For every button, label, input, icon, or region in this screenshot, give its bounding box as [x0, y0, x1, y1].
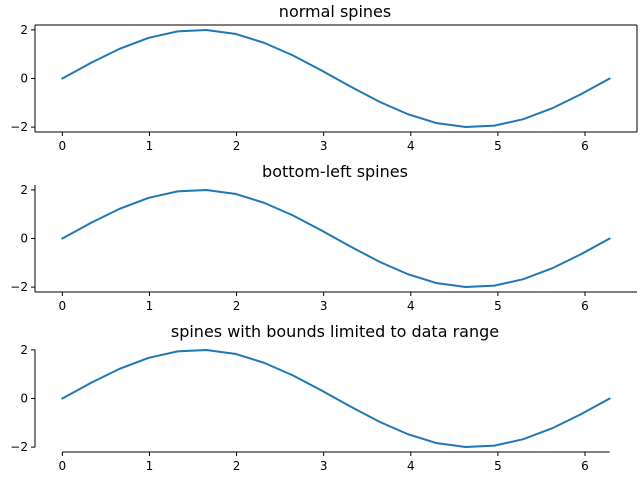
x-tick-label: 4 [407, 459, 415, 473]
x-tick-label: 5 [494, 459, 502, 473]
axes-normal-spines: 0 1 2 3 4 5 6 −2 0 2 [10, 23, 638, 153]
series-line [61, 29, 611, 128]
x-tick-label: 3 [320, 139, 328, 153]
x-tick-label: 6 [581, 299, 589, 313]
x-tick-label: 3 [320, 299, 328, 313]
x-tick-label: 5 [494, 299, 502, 313]
x-tick-label: 1 [146, 139, 154, 153]
subplot-bounded-spines: spines with bounds limited to data range… [10, 322, 611, 473]
x-tick-label: 6 [581, 459, 589, 473]
x-tick-label: 0 [59, 459, 67, 473]
series-line [61, 349, 611, 448]
x-tick-label: 0 [59, 139, 67, 153]
chart-title: spines with bounds limited to data range [171, 322, 499, 341]
y-tick-label: 0 [20, 72, 28, 86]
x-tick-label: 0 [59, 299, 67, 313]
y-tick-label: 2 [20, 23, 28, 37]
subplot-bottom-left-spines: bottom-left spines 0 1 2 3 4 5 6 −2 0 2 [10, 162, 637, 313]
x-tick-label: 4 [407, 139, 415, 153]
chart-title: bottom-left spines [262, 162, 408, 181]
x-tick-label: 6 [581, 139, 589, 153]
x-tick-label: 5 [494, 139, 502, 153]
x-tick-label: 2 [233, 139, 241, 153]
y-tick-label: −2 [10, 120, 28, 134]
chart-title: normal spines [279, 2, 391, 21]
y-tick-label: 0 [20, 232, 28, 246]
x-tick-label: 1 [146, 459, 154, 473]
x-tick-label: 1 [146, 299, 154, 313]
x-tick-label: 3 [320, 459, 328, 473]
y-tick-label: 0 [20, 392, 28, 406]
x-tick-label: 2 [233, 459, 241, 473]
y-tick-label: −2 [10, 440, 28, 454]
x-tick-label: 2 [233, 299, 241, 313]
x-tick-label: 4 [407, 299, 415, 313]
subplot-normal-spines: normal spines 0 1 2 3 4 5 6 −2 0 2 [10, 2, 638, 153]
y-tick-label: 2 [20, 183, 28, 197]
axes-bounded-spines: 0 1 2 3 4 5 6 −2 0 2 [10, 343, 611, 473]
series-line [61, 189, 611, 288]
axes-bottom-left-spines: 0 1 2 3 4 5 6 −2 0 2 [10, 183, 637, 313]
y-tick-label: −2 [10, 280, 28, 294]
y-tick-label: 2 [20, 343, 28, 357]
